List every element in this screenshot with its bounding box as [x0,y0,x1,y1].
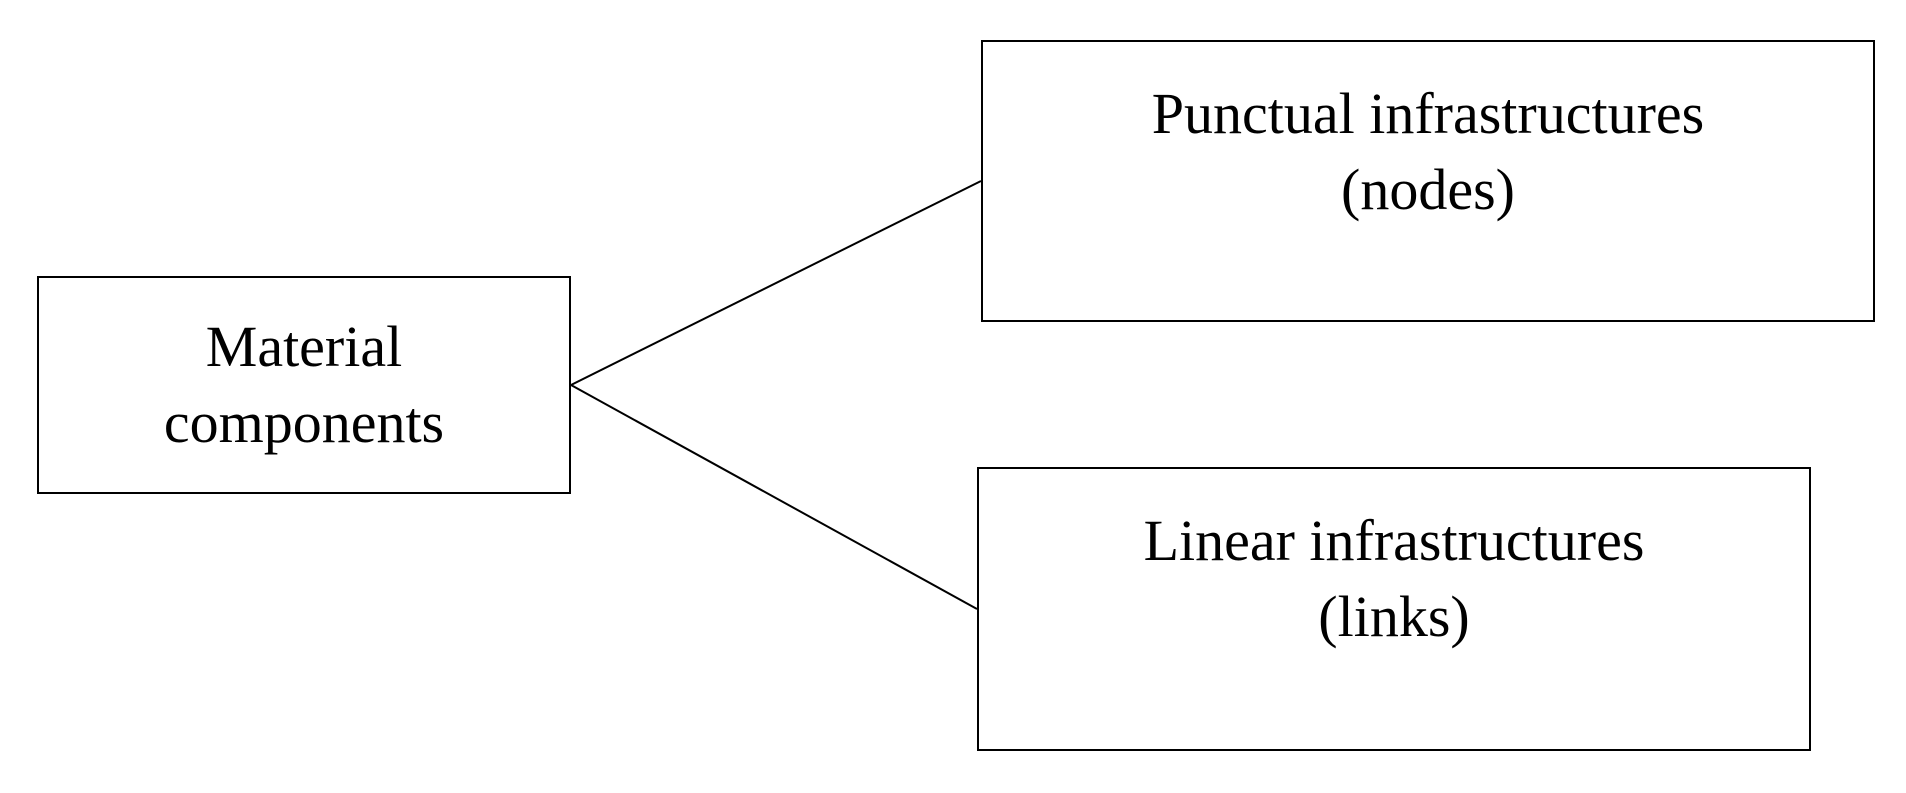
punctual-infrastructures-label-line-1: Punctual infrastructures [1151,81,1705,146]
linear-infrastructures-box: Linear infrastructures (links) [977,467,1811,751]
punctual-infrastructures-box: Punctual infrastructures (nodes) [981,40,1875,322]
linear-infrastructures-label-line-2: (links) [1318,584,1470,649]
linear-infrastructures-label-line-1: Linear infrastructures [1143,508,1645,573]
material-components-box: Material components [37,276,571,494]
connector-to-linear-infrastructures [570,384,978,610]
material-components-label-line-2: components [163,390,445,455]
material-components-label-line-1: Material [205,314,403,379]
punctual-infrastructures-label-line-2: (nodes) [1341,157,1515,222]
connector-to-punctual-infrastructures [570,180,982,386]
material-components-label: Material components [164,309,444,461]
